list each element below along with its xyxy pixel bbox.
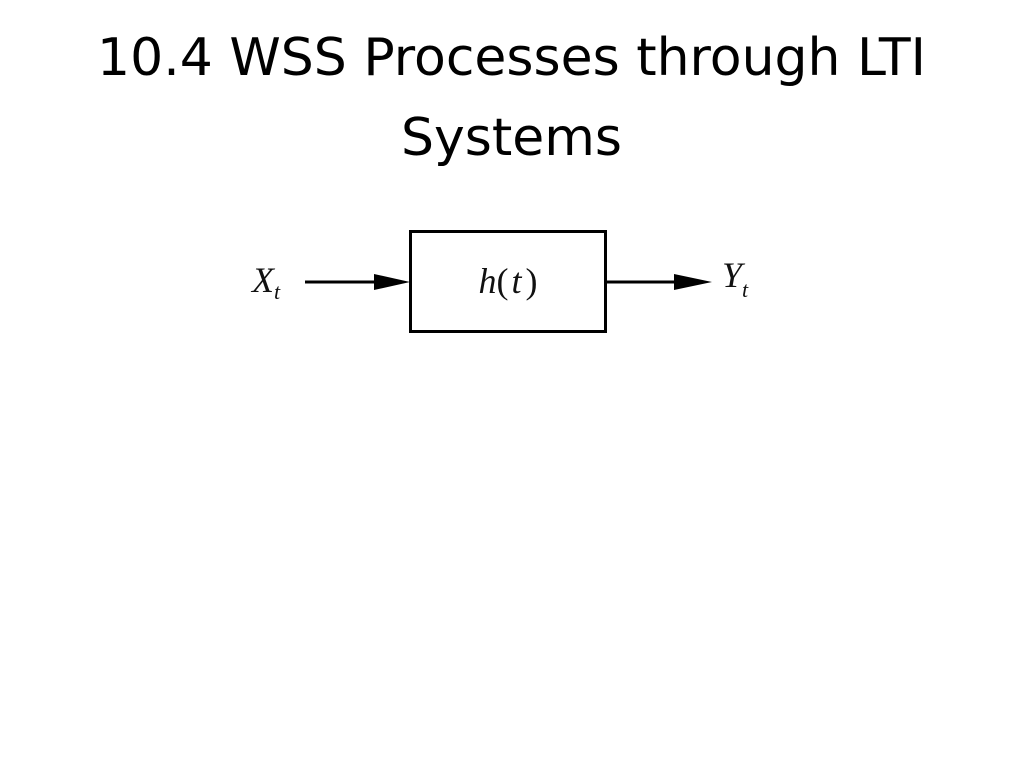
input-subscript: t [274,279,281,304]
output-symbol: Y [722,255,746,295]
input-arrow-icon [305,274,410,290]
output-arrow-icon [606,274,712,290]
input-signal-label: Xt [250,260,281,304]
title-line-2: Systems [401,108,622,168]
system-function-label: h(t) [478,261,537,301]
system-close-paren: ) [526,261,538,301]
input-symbol: X [250,260,276,300]
system-open-paren: ( [496,261,508,301]
system-arg: t [511,261,522,301]
system-block [409,230,607,333]
title-line-1: 10.4 WSS Processes through LTI [97,28,926,88]
output-subscript: t [742,277,749,302]
slide-title: 10.4 WSS Processes through LTI Systems [40,18,983,178]
output-signal-label: Yt [722,255,749,302]
system-func: h [478,261,496,301]
